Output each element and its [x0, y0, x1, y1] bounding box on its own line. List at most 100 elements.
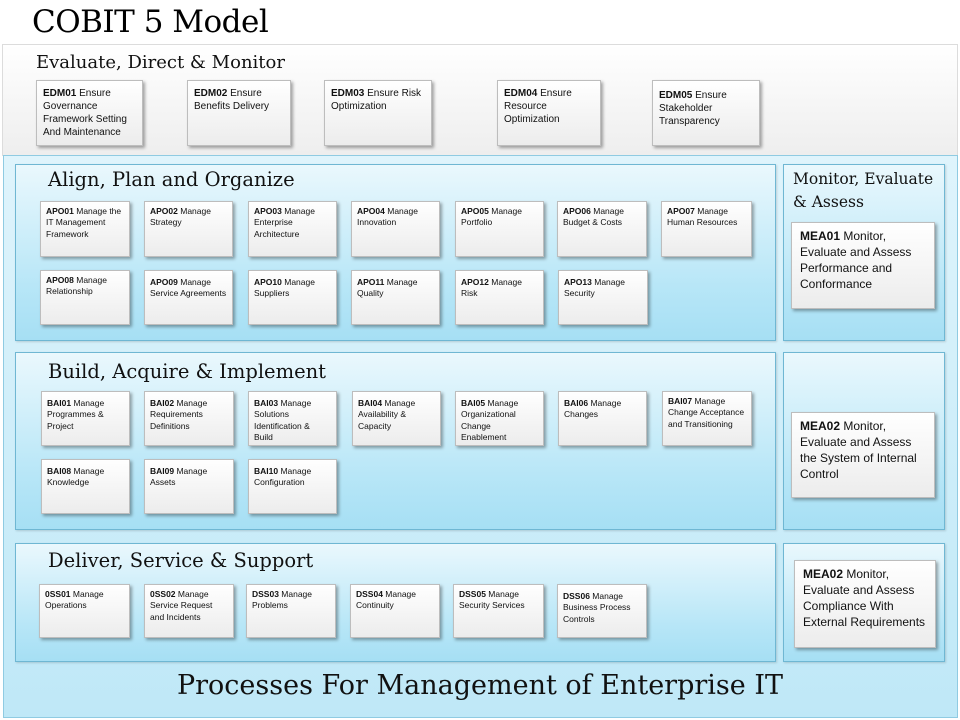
process-code: BAI10 — [254, 466, 279, 476]
process-label: Manage Security Services — [459, 589, 525, 611]
process-label: Manage Suppliers — [254, 277, 315, 299]
process-code: BAI05 — [461, 398, 486, 408]
process-card-mea02-internal-control: MEA02 Monitor, Evaluate and Assess the S… — [791, 412, 935, 498]
process-card-edm02: EDM02 Ensure Benefits Delivery — [187, 80, 291, 146]
process-card-apo05: APO05 Manage Portfolio — [455, 201, 544, 257]
page-title: COBIT 5 Model — [32, 4, 269, 40]
process-code: EDM01 — [43, 88, 77, 99]
footer-caption: Processes For Management of Enterprise I… — [176, 670, 784, 701]
process-label: Manage Problems — [252, 589, 313, 611]
process-label: Manage Assets — [150, 466, 208, 488]
process-code: EDM02 — [194, 88, 228, 99]
process-card-bai10: BAI10 Manage Configuration — [248, 459, 337, 514]
process-code: EDM03 — [331, 88, 365, 99]
process-card-bai08: BAI08 Manage Knowledge — [41, 459, 130, 514]
process-card-apo02: APO02 Manage Strategy — [144, 201, 233, 257]
process-code: APO03 — [254, 206, 282, 216]
process-label: Manage Service Agreements — [150, 277, 227, 299]
process-label: Manage Security — [564, 277, 625, 299]
process-card-apo01: APO01 Manage the IT Management Framework — [40, 201, 130, 257]
process-label: Ensure Governance Framework Setting And … — [43, 88, 127, 138]
process-code: APO10 — [254, 277, 282, 287]
process-label: Manage Programmes & Project — [47, 398, 105, 431]
process-label: Manage Organizational Change Enablement — [461, 398, 519, 442]
process-label: Manage Service Request and Incidents — [150, 589, 213, 622]
process-code: APO09 — [150, 277, 178, 287]
process-code: APO12 — [461, 277, 489, 287]
process-code: BAI06 — [564, 398, 589, 408]
section-heading-bai: Build, Acquire & Implement — [48, 360, 327, 383]
process-label: Manage Operations — [45, 589, 104, 611]
process-code: MEA02 — [803, 567, 844, 581]
process-card-apo09: APO09 Manage Service Agreements — [144, 270, 233, 325]
process-card-apo10: APO10 Manage Suppliers — [248, 270, 337, 325]
process-code: BAI04 — [358, 398, 383, 408]
process-card-dss06: DSS06 Manage Business Process Controls — [557, 584, 647, 638]
process-label: Manage Knowledge — [47, 466, 105, 488]
process-label: Manage Innovation — [357, 206, 418, 228]
process-code: BAI08 — [47, 466, 72, 476]
process-label: Manage Budget & Costs — [563, 206, 624, 228]
process-card-edm03: EDM03 Ensure Risk Optimization — [324, 80, 432, 146]
process-card-mea01: MEA01 Monitor, Evaluate and Assess Perfo… — [791, 222, 935, 309]
process-code: APO06 — [563, 206, 591, 216]
process-code: BAI01 — [47, 398, 72, 408]
process-card-dss04: DSS04 Manage Continuity — [350, 584, 440, 638]
process-label: Manage Solutions Identification & Build — [254, 398, 312, 442]
process-label: Ensure Risk Optimization — [331, 88, 422, 112]
process-code: BAI02 — [150, 398, 175, 408]
process-code: 0SS02 — [150, 589, 176, 599]
edm-region — [2, 44, 958, 156]
process-code: 0SS01 — [45, 589, 71, 599]
process-card-edm01: EDM01 Ensure Governance Framework Settin… — [36, 80, 143, 146]
process-card-edm05: EDM05 Ensure Stakeholder Transparency — [652, 80, 760, 146]
process-card-dss03: DSS03 Manage Problems — [246, 584, 336, 638]
process-card-mea02-compliance: MEA02 Monitor, Evaluate and Assess Compl… — [794, 560, 936, 648]
process-label: Monitor, Evaluate and Assess the System … — [800, 419, 917, 481]
section-heading-mea: Monitor, Evaluate & Assess — [793, 170, 934, 211]
process-card-apo07: APO07 Manage Human Resources — [661, 201, 752, 257]
process-code: DSS03 — [252, 589, 279, 599]
process-code: BAI09 — [150, 466, 175, 476]
section-heading-apo: Align, Plan and Organize — [48, 168, 295, 191]
process-card-apo06: APO06 Manage Budget & Costs — [557, 201, 647, 257]
process-code: APO01 — [46, 206, 74, 216]
process-label: Manage Strategy — [150, 206, 211, 228]
process-label: Manage Continuity — [356, 589, 417, 611]
process-card-apo13: APO13 Manage Security — [558, 270, 648, 325]
process-label: Ensure Resource Optimization — [504, 88, 572, 125]
process-label: Manage Configuration — [254, 466, 312, 488]
process-code: BAI07 — [668, 396, 693, 406]
process-label: Ensure Benefits Delivery — [194, 88, 270, 112]
process-code: EDM04 — [504, 88, 538, 99]
process-label: Manage Enterprise Architecture — [254, 206, 315, 239]
process-code: BAI03 — [254, 398, 279, 408]
process-label: Manage Relationship — [46, 275, 107, 297]
process-card-bai02: BAI02 Manage Requirements Definitions — [144, 391, 234, 446]
process-card-dss05: DSS05 Manage Security Services — [453, 584, 544, 638]
process-label: Manage Business Process Controls — [563, 591, 631, 624]
process-card-dss02: 0SS02 Manage Service Request and Inciden… — [144, 584, 234, 638]
process-card-apo03: APO03 Manage Enterprise Architecture — [248, 201, 337, 257]
process-label: Manage Portfolio — [461, 206, 522, 228]
process-code: APO13 — [564, 277, 592, 287]
process-card-bai01: BAI01 Manage Programmes & Project — [41, 391, 130, 446]
process-code: DSS04 — [356, 589, 383, 599]
process-code: DSS06 — [563, 591, 590, 601]
process-card-edm04: EDM04 Ensure Resource Optimization — [497, 80, 601, 146]
process-label: Manage Quality — [357, 277, 418, 299]
process-label: Monitor, Evaluate and Assess Compliance … — [803, 567, 926, 629]
process-card-bai06: BAI06 Manage Changes — [558, 391, 647, 446]
process-card-apo04: APO04 Manage Innovation — [351, 201, 440, 257]
process-card-bai05: BAI05 Manage Organizational Change Enabl… — [455, 391, 544, 446]
process-label: Manage Changes — [564, 398, 622, 420]
process-label: Manage Human Resources — [667, 206, 738, 228]
process-card-bai03: BAI03 Manage Solutions Identification & … — [248, 391, 337, 446]
process-code: APO07 — [667, 206, 695, 216]
process-code: DSS05 — [459, 589, 486, 599]
process-code: APO11 — [357, 277, 385, 287]
process-card-bai07: BAI07 Manage Change Acceptance and Trans… — [662, 391, 752, 446]
process-code: MEA02 — [800, 419, 841, 433]
process-label: Monitor, Evaluate and Assess Performance… — [800, 229, 912, 291]
process-code: APO08 — [46, 275, 74, 285]
